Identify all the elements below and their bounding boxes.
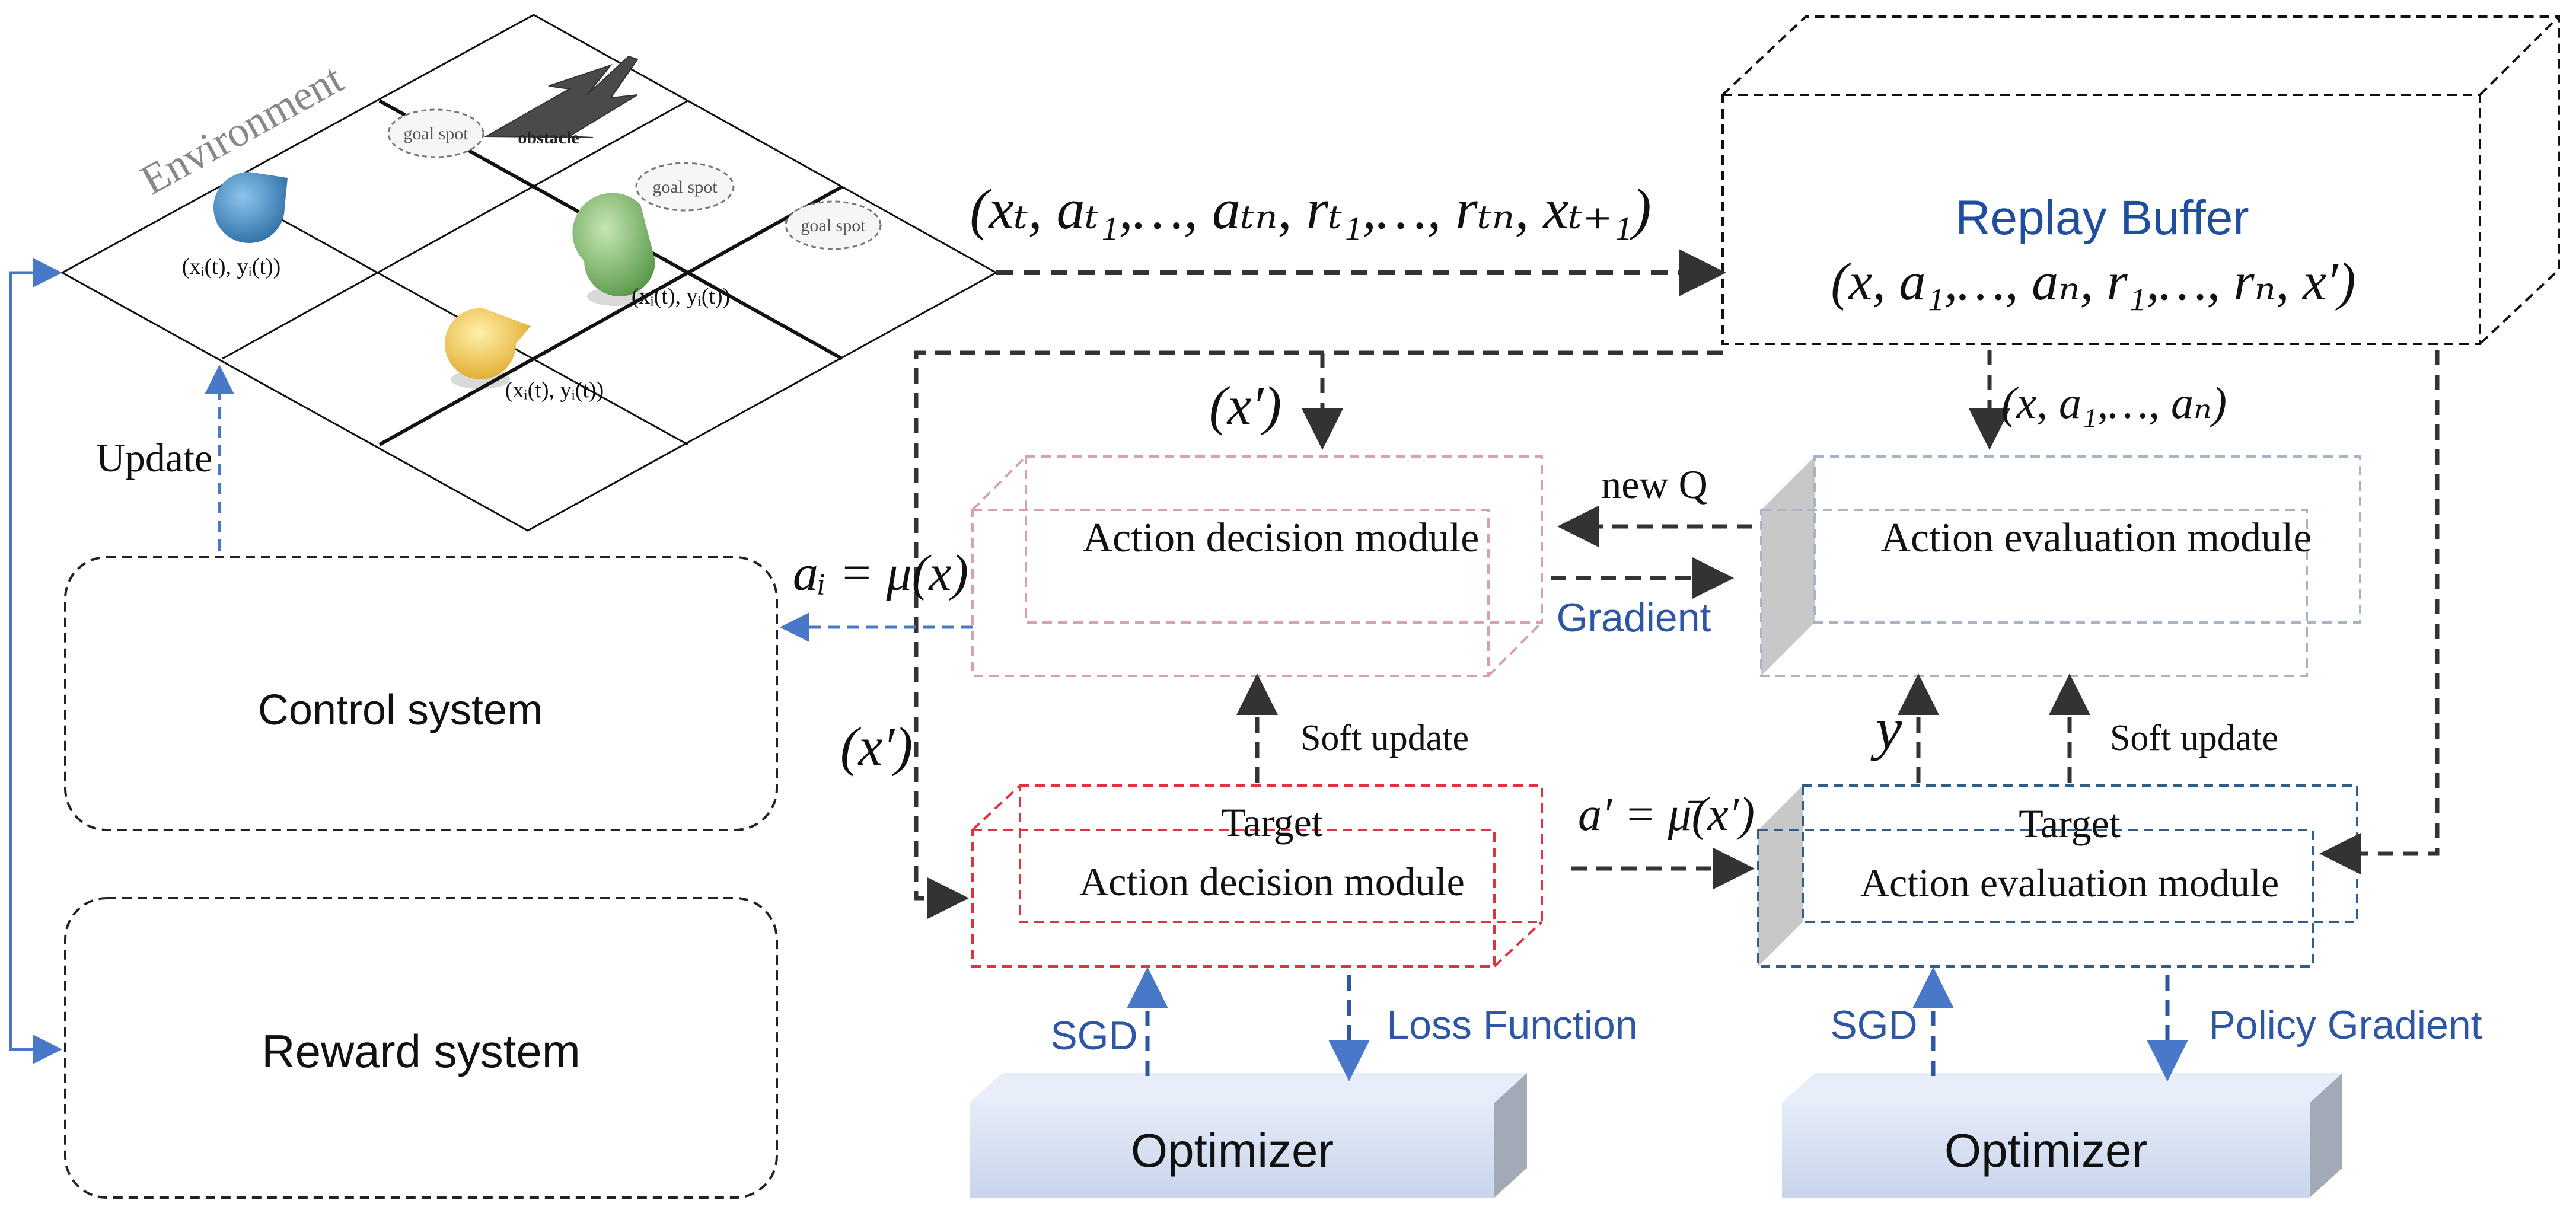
target-decision-module-box <box>971 784 1543 968</box>
policy-action-label: aᵢ = μ(x) <box>793 544 968 601</box>
control-system-box <box>64 556 778 831</box>
soft-update-right-label: Soft update <box>2110 718 2278 758</box>
replay-buffer-title: Replay Buffer <box>1955 191 2249 245</box>
target-action-label: a′ = μ̄(x′) <box>1578 788 1755 841</box>
connectors <box>9 258 2440 1081</box>
x-prime-left-label: (x′) <box>840 716 913 777</box>
sgd-right-label: SGD <box>1830 1003 1917 1048</box>
optimizer-left-label: Optimizer <box>1131 1124 1334 1177</box>
agent-blue-icon <box>213 172 288 244</box>
control-system-label: Control system <box>258 687 543 734</box>
target-decision-line1: Target <box>1221 800 1323 845</box>
goal-spot-label-1: goal spot <box>403 124 468 143</box>
action-evaluation-side-panel <box>1761 456 1815 676</box>
agent-green-coord: (xᵢ(t), yᵢ(t)) <box>632 284 730 309</box>
action-decision-module-label: Action decision module <box>1083 515 1480 561</box>
action-evaluation-module-box <box>1760 455 2361 677</box>
reward-system-box <box>64 897 778 1199</box>
obstacle-icon <box>484 55 639 138</box>
obstacle-label: obstacle <box>518 128 579 148</box>
environment-grid: Environment goal spot goal spot goal spo… <box>60 14 999 532</box>
action-decision-module-box <box>971 455 1543 677</box>
replay-buffer-tuple: (x, a₁,…, aₙ, r₁,…, rₙ, x′) <box>1831 253 2355 311</box>
update-label: Update <box>96 435 212 480</box>
y-label: y <box>1870 695 1902 761</box>
transition-tuple-label: (xₜ, aₜ₁,…, aₜₙ, rₜ₁,…, rₜₙ, xₜ₊₁) <box>970 177 1651 241</box>
target-evaluation-line2: Action evaluation module <box>1860 860 2279 905</box>
new-q-label: new Q <box>1601 462 1707 507</box>
agent-yellow-icon <box>444 308 531 389</box>
replay-buffer-box <box>1721 15 2560 345</box>
sample-to-eval-label: (x, a₁,…, aₙ) <box>2001 378 2227 428</box>
optimizer-left-box <box>970 1073 1527 1198</box>
target-evaluation-side-panel <box>1758 786 1803 966</box>
policy-gradient-label: Policy Gradient <box>2208 1003 2482 1048</box>
loss-function-label: Loss Function <box>1386 1003 1637 1048</box>
reward-system-label: Reward system <box>262 1025 580 1077</box>
sgd-left-label: SGD <box>1050 1013 1137 1058</box>
x-prime-top-label: (x′) <box>1209 375 1281 436</box>
gradient-label: Gradient <box>1557 595 1711 640</box>
agent-blue-coord: (xᵢ(t), yᵢ(t)) <box>182 254 280 279</box>
action-evaluation-module-label: Action evaluation module <box>1880 515 2312 561</box>
target-evaluation-line1: Target <box>2019 801 2121 846</box>
target-decision-line2: Action decision module <box>1079 859 1465 904</box>
soft-update-left-label: Soft update <box>1300 718 1469 758</box>
agent-yellow-coord: (xᵢ(t), yᵢ(t)) <box>505 378 604 403</box>
goal-spot-label-2: goal spot <box>652 177 718 197</box>
goal-spot-label-3: goal spot <box>801 216 866 235</box>
optimizer-right-label: Optimizer <box>1944 1124 2147 1177</box>
optimizer-right-box <box>1782 1073 2342 1198</box>
agent-green-icon <box>572 193 655 306</box>
